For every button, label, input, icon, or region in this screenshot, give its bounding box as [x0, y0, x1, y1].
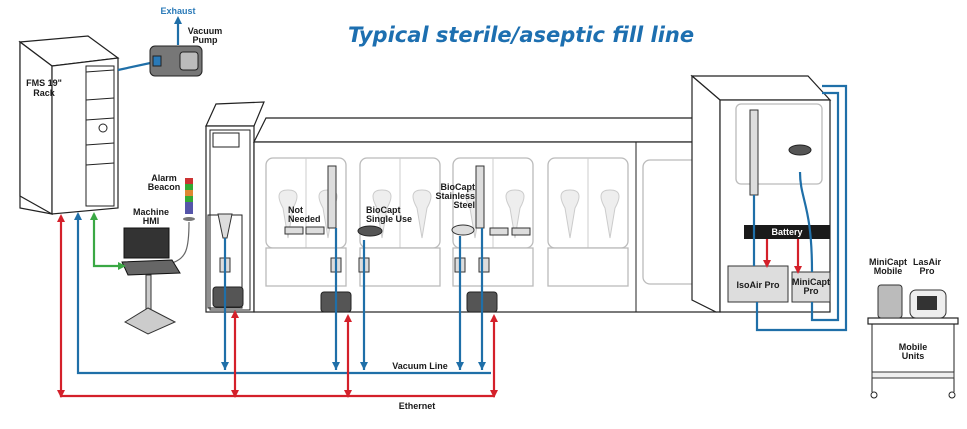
- rack-label-line2: Rack: [33, 88, 56, 98]
- vacuum-pump: Exhaust Vacuum Pump: [117, 6, 223, 77]
- not-needed-label-line2: Needed: [288, 214, 321, 224]
- exhaust-label: Exhaust: [160, 6, 195, 16]
- alarm-beacon-label-line2: Beacon: [148, 182, 181, 192]
- minicapt-pro-unit: [791, 271, 831, 303]
- mobile-units-label-line1: Mobile: [899, 342, 928, 352]
- hmi-link: [92, 214, 122, 268]
- minicapt-mobile-label-line1: MiniCapt: [869, 257, 907, 267]
- biocapt-stainless-label-line3: Steel: [453, 200, 475, 210]
- fms-rack: FMS 19" Rack: [18, 35, 120, 216]
- rack-label-line1: FMS 19": [26, 78, 62, 88]
- alarm-beacon-label-line1: Alarm: [151, 173, 177, 183]
- vacuum-pump-label-line2: Pump: [192, 35, 218, 45]
- minicapt-mobile-label-line2: Mobile: [874, 266, 903, 276]
- ethernet-label: Ethernet: [399, 401, 436, 411]
- vacuum-line-label: Vacuum Line: [392, 361, 448, 371]
- biocapt-single-use-label-line1: BioCapt: [366, 205, 401, 215]
- biocapt-stainless-label-line1: BioCapt: [441, 182, 476, 192]
- vacuum-line: Vacuum Line: [74, 212, 491, 375]
- machine-hmi-label-line2: HMI: [143, 216, 160, 226]
- biocapt-stainless-label-line2: Stainless: [435, 191, 475, 201]
- minicapt-pro-label-line1: MiniCapt: [792, 277, 830, 287]
- lasair-pro-label-line1: LasAir: [913, 257, 942, 267]
- battery-label: Battery: [771, 227, 802, 237]
- ethernet-line: Ethernet: [57, 214, 498, 411]
- right-enclosure: Battery IsoAir Pro MiniCapt Pro: [690, 74, 848, 332]
- lasair-pro-label-line2: Pro: [919, 266, 935, 276]
- main-isolator: Not Needed BioCapt Single Use BioCapt St…: [253, 117, 718, 313]
- machine-hmi: Machine HMI: [121, 207, 181, 335]
- alarm-beacon: Alarm Beacon: [148, 173, 195, 264]
- minicapt-pro-label-line2: Pro: [803, 286, 819, 296]
- isoair-pro-label: IsoAir Pro: [736, 280, 780, 290]
- biocapt-single-use-label-line2: Single Use: [366, 214, 412, 224]
- isoair-pro-unit: [727, 265, 789, 303]
- vacuum-pump-label-line1: Vacuum: [188, 26, 223, 36]
- diagram-title: Typical sterile/aseptic fill line: [348, 23, 694, 47]
- not-needed-label-line1: Not: [288, 205, 303, 215]
- machine-hmi-label-line1: Machine: [133, 207, 169, 217]
- mobile-units-label-line2: Units: [902, 351, 925, 361]
- battery-box: [744, 225, 830, 239]
- mobile-units: MiniCapt Mobile LasAir Pro Mobile Units: [867, 257, 959, 399]
